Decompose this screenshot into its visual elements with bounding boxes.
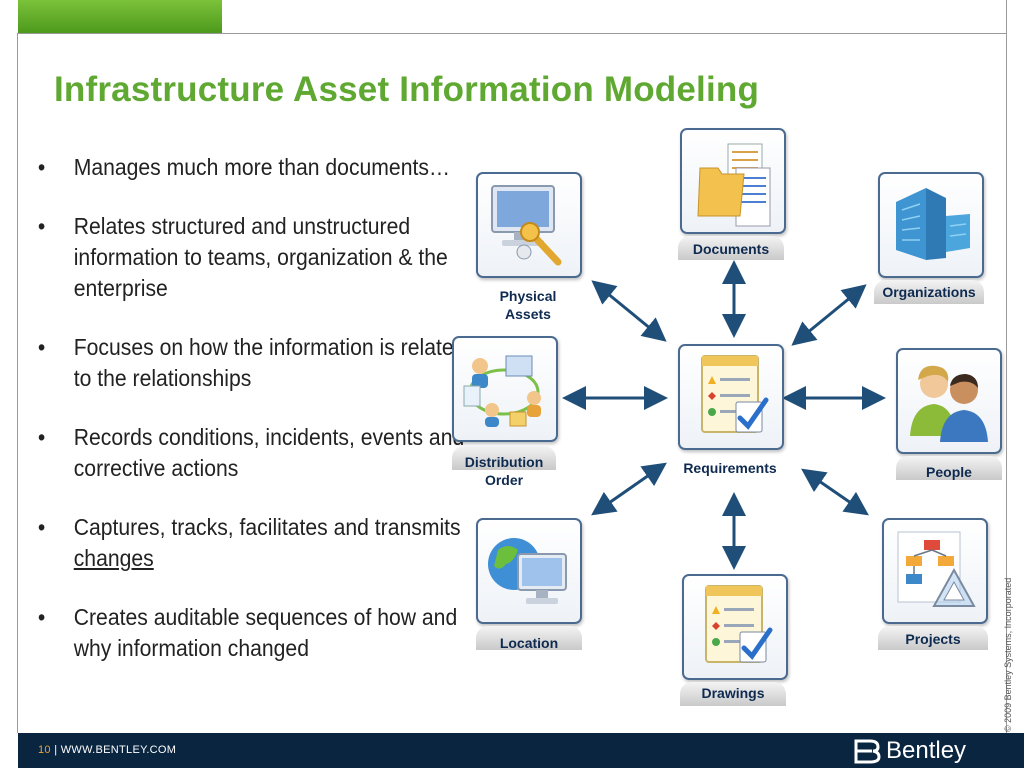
- bullet-item: •Manages much more than documents…: [37, 154, 451, 180]
- requirements-label: Requirements: [683, 460, 777, 476]
- left-border: [17, 33, 18, 733]
- bentley-logo: Bentley: [852, 737, 967, 764]
- drawings-node[interactable]: [682, 574, 788, 680]
- organizations-node[interactable]: [878, 172, 984, 278]
- bentley-logo-icon: [854, 739, 881, 764]
- distribution-order-node[interactable]: [452, 336, 558, 442]
- copyright-notice: © 2009 Bentley Systems, Incorporated: [1003, 577, 1013, 732]
- globe-monitor-icon: [488, 538, 567, 604]
- footer-url[interactable]: WWW.BENTLEY.COM: [60, 744, 177, 756]
- bullet-text: Captures, tracks, facilitates and transm…: [73, 514, 461, 540]
- checklist-icon: [705, 585, 773, 663]
- bullet-item: •Relates structured and unstructured inf…: [37, 213, 448, 301]
- organizations-label: Organizations: [882, 284, 976, 300]
- bullet-item: •Records conditions, incidents, events a…: [37, 424, 465, 481]
- bullet-text: Creates auditable sequences of how and w…: [73, 604, 458, 661]
- logo-text: Bentley: [886, 737, 967, 764]
- folder-documents-icon: [697, 143, 771, 227]
- changes-link[interactable]: changes: [73, 545, 154, 571]
- location-node[interactable]: [476, 518, 582, 624]
- monitor-key-icon: [491, 185, 562, 266]
- physical-assets-node[interactable]: [476, 172, 582, 278]
- arrow-organizations: [791, 284, 867, 346]
- documents-label: Documents: [692, 241, 770, 257]
- projects-node[interactable]: [882, 518, 988, 624]
- people-node[interactable]: [896, 348, 1002, 454]
- arrow-location: [591, 462, 667, 516]
- bullet-item: •Focuses on how the information is relat…: [37, 334, 466, 391]
- bullet-text: Relates structured and unstructured info…: [73, 213, 448, 301]
- office-building-icon: [896, 188, 970, 260]
- projects-label: Projects: [905, 631, 961, 647]
- bullet-item: •Captures, tracks, facilitates and trans…: [37, 514, 461, 571]
- documents-node[interactable]: [680, 128, 786, 234]
- distribution-order-label: Distribution Order: [464, 454, 544, 488]
- footer-separator: |: [50, 744, 61, 756]
- header-accent-tab: [18, 0, 222, 33]
- page-number: 10: [38, 744, 51, 756]
- footer-text: 10 | WWW.BENTLEY.COM: [38, 744, 176, 756]
- workflow-cycle-icon: [463, 355, 541, 427]
- bullet-list: •Manages much more than documents… •Rela…: [36, 152, 466, 692]
- checklist-icon: [701, 355, 769, 433]
- location-label: Location: [499, 635, 559, 651]
- slide-title: Infrastructure Asset Information Modelin…: [54, 70, 760, 109]
- physical-assets-label: Physical Assets: [499, 288, 557, 322]
- right-border: [1006, 0, 1007, 733]
- arrow-physical-assets: [591, 280, 667, 342]
- relationship-diagram: Documents Physical Assets Organizations: [440, 120, 1006, 720]
- people-icon: [910, 365, 988, 442]
- flowchart-drafting-icon: [897, 531, 976, 607]
- requirements-node[interactable]: [678, 344, 784, 450]
- drawings-label: Drawings: [701, 685, 765, 701]
- bullet-text: Focuses on how the information is relate…: [73, 334, 466, 391]
- footer-bar: 10 | WWW.BENTLEY.COM Bentley: [18, 733, 1024, 768]
- bullet-text: Records conditions, incidents, events an…: [73, 424, 465, 481]
- bullet-text: Manages much more than documents…: [73, 154, 451, 180]
- header-divider: [18, 33, 1006, 34]
- diagram-arrows: [562, 260, 886, 570]
- people-label: People: [926, 464, 972, 480]
- arrow-projects: [801, 468, 869, 516]
- bullet-item: •Creates auditable sequences of how and …: [37, 604, 458, 661]
